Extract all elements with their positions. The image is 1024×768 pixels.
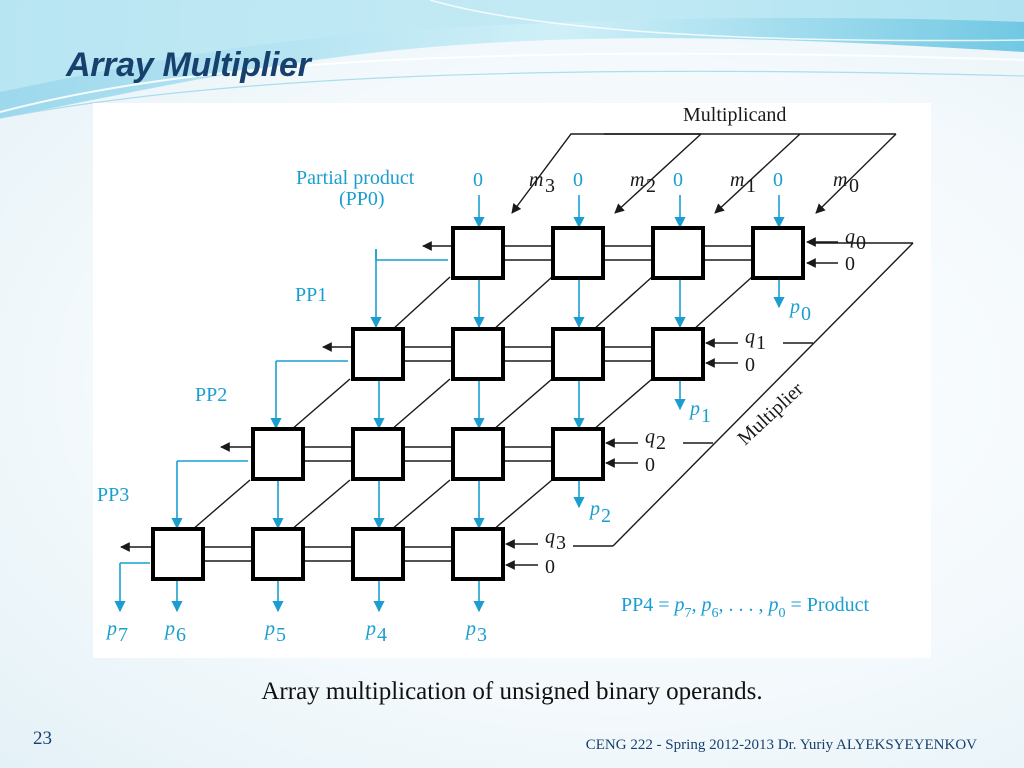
zero-input: 0 — [845, 253, 855, 275]
multiplier-inputs: q 0 0 q 1 0 q 2 0 q 3 0 — [545, 226, 866, 578]
cell — [651, 226, 705, 280]
p4-sub: 4 — [377, 624, 387, 646]
cell — [551, 226, 605, 280]
slide-title: Array Multiplier — [66, 46, 311, 84]
q2-sub: 2 — [656, 432, 666, 454]
q0-input: q — [845, 226, 855, 248]
p4-output: p — [364, 618, 376, 640]
adder-cells — [151, 226, 805, 581]
q3-input: q — [545, 526, 555, 548]
q3-sub: 3 — [556, 532, 566, 554]
figure-caption: Array multiplication of unsigned binary … — [261, 678, 763, 705]
cell — [451, 327, 505, 381]
q2-input: q — [645, 426, 655, 448]
page-number: 23 — [33, 728, 52, 749]
bottom-outputs: p 7 p 6 p 5 p 4 p 3 — [105, 618, 487, 646]
m2-sub: 2 — [646, 175, 656, 197]
cell — [351, 327, 405, 381]
m2-input: m — [630, 169, 644, 191]
m3-input: m — [529, 169, 543, 191]
m3-sub: 3 — [545, 175, 555, 197]
multiplicand-label: Multiplicand — [683, 104, 786, 126]
p5-sub: 5 — [276, 624, 286, 646]
partial-product-label: Partial product — [296, 167, 415, 189]
q1-input: q — [745, 326, 755, 348]
cell — [451, 527, 505, 581]
slide-footer: CENG 222 - Spring 2012-2013 Dr. Yuriy AL… — [585, 737, 977, 753]
pp3-label: PP3 — [97, 484, 129, 506]
zero-input: 0 — [673, 169, 683, 191]
cell — [551, 427, 605, 481]
pp2-label: PP2 — [195, 384, 227, 406]
zero-input: 0 — [473, 169, 483, 191]
p0-sub: 0 — [801, 303, 811, 325]
p7-output: p — [105, 618, 117, 640]
p1-sub: 1 — [701, 405, 711, 427]
p0-output: p — [788, 296, 800, 318]
header-wave-decoration — [0, 0, 1024, 119]
p1-output: p — [688, 398, 700, 420]
cell — [251, 427, 305, 481]
zero-input: 0 — [773, 169, 783, 191]
cell — [551, 327, 605, 381]
array-multiplier-diagram: Multiplicand Multiplier Partial product … — [93, 103, 931, 658]
pp0-label: (PP0) — [339, 188, 385, 210]
cell — [651, 327, 705, 381]
cell — [451, 226, 505, 280]
carry-lines — [120, 237, 838, 570]
side-outputs: p 0 p 1 p 2 — [588, 296, 811, 527]
p6-sub: 6 — [176, 624, 186, 646]
cell — [751, 226, 805, 280]
partial-product-wires — [114, 195, 785, 613]
top-inputs: 0 m 3 0 m 2 0 m 1 0 m 0 — [473, 169, 859, 197]
p2-sub: 2 — [601, 505, 611, 527]
m1-sub: 1 — [746, 175, 756, 197]
cell — [351, 527, 405, 581]
cell — [151, 527, 205, 581]
pp1-label: PP1 — [295, 284, 327, 306]
product-equation: PP4 = p7, p6, . . . , p0 = Product — [621, 594, 869, 621]
zero-input: 0 — [745, 354, 755, 376]
p6-output: p — [163, 618, 175, 640]
q1-sub: 1 — [756, 332, 766, 354]
p2-output: p — [588, 498, 600, 520]
m0-sub: 0 — [849, 175, 859, 197]
zero-input: 0 — [573, 169, 583, 191]
zero-input: 0 — [645, 454, 655, 476]
p3-output: p — [464, 618, 476, 640]
cell — [451, 427, 505, 481]
q0-sub: 0 — [856, 232, 866, 254]
cell — [251, 527, 305, 581]
m1-input: m — [730, 169, 744, 191]
m0-input: m — [833, 169, 847, 191]
multiplier-line — [573, 242, 914, 547]
zero-input: 0 — [545, 556, 555, 578]
multiplicand-lines — [191, 133, 897, 531]
p3-sub: 3 — [477, 624, 487, 646]
p7-sub: 7 — [118, 624, 128, 646]
p5-output: p — [263, 618, 275, 640]
cell — [351, 427, 405, 481]
